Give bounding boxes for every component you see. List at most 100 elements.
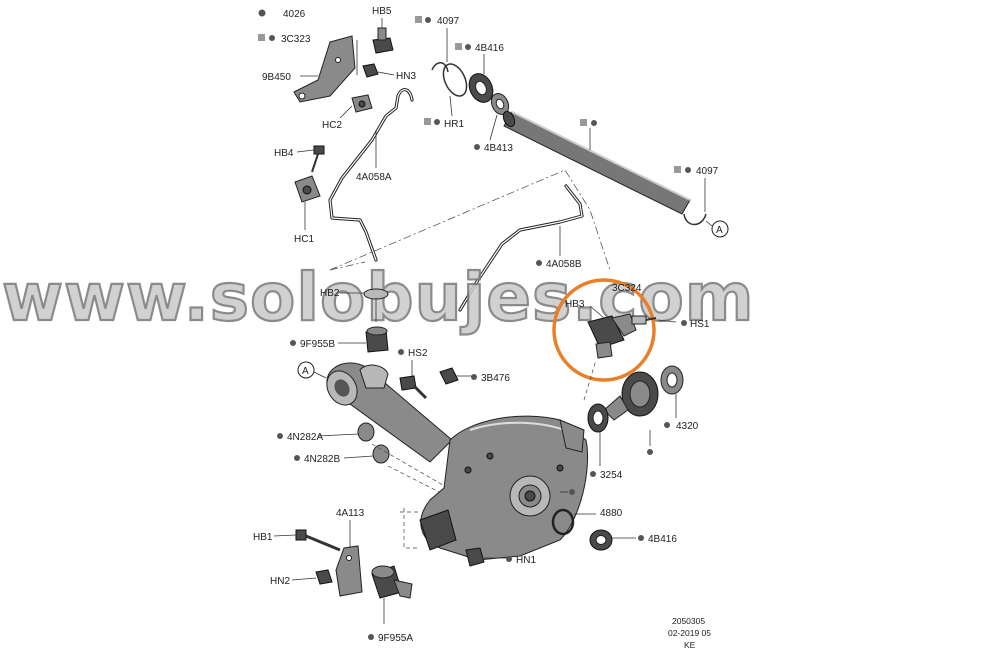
guide-line (371, 443, 456, 493)
label-circle-a-left: A (302, 366, 309, 377)
leader (343, 455, 374, 459)
label-9b450: 9B450 (262, 72, 291, 83)
marker-dot (465, 44, 471, 50)
washer-hb2 (363, 288, 389, 322)
legend-square-marker (258, 34, 265, 41)
marker-dot (591, 120, 597, 126)
label-hs1: HS1 (690, 319, 710, 330)
label-4a058b: 4A058B (546, 259, 582, 270)
leader (705, 220, 713, 227)
seal-4b416-bottom (589, 529, 613, 551)
reference-circle-a-right (711, 220, 729, 238)
label-4b416-bottom: 4B416 (648, 534, 677, 545)
marker-dot (590, 471, 596, 477)
o-ring-4880 (551, 508, 575, 536)
marker-dot (638, 535, 644, 541)
bolt-hb1 (295, 529, 341, 552)
snap-ring-4097 (431, 62, 449, 73)
nut-hn3 (362, 63, 379, 78)
assembly-outline (329, 169, 611, 271)
label-hb3: HB3 (565, 299, 585, 310)
vent-tube-4a058b (458, 184, 584, 312)
footer-date: 02-2019 05 (668, 628, 711, 638)
seal-4b416-top (468, 73, 494, 103)
label-4b416-top: 4B416 (475, 43, 504, 54)
o-ring-hr1 (442, 63, 468, 97)
leader (657, 319, 677, 323)
label-9f955b: 9F955B (300, 339, 335, 350)
bolt-hs2 (399, 375, 428, 400)
marker-dot (290, 340, 296, 346)
marker-square (455, 43, 462, 50)
highlight-circle (552, 278, 656, 382)
seal-3254 (587, 403, 609, 433)
leader (317, 433, 359, 437)
label-hr1: HR1 (444, 119, 464, 130)
legend: 4026 3C323 (258, 9, 311, 45)
clip-hc1 (294, 175, 321, 203)
axle-shaft (502, 110, 691, 215)
marker-square (674, 166, 681, 173)
marker-dot (434, 119, 440, 125)
legend-dot-marker-2 (269, 35, 275, 41)
label-hb5: HB5 (372, 6, 392, 17)
label-hn1: HN1 (516, 555, 536, 566)
nut-hn2 (315, 569, 333, 585)
actuator-3c324 (587, 313, 657, 359)
label-hb2: HB2 (320, 288, 340, 299)
differential-carrier (419, 415, 589, 561)
marker-dot (685, 167, 691, 173)
bracket-4a113 (335, 545, 363, 597)
nut-hn1 (465, 547, 485, 567)
label-hs2: HS2 (408, 348, 428, 359)
label-hn2: HN2 (270, 576, 290, 587)
label-4a058a: 4A058A (356, 172, 392, 183)
marker-dot (506, 556, 512, 562)
legend-code-4026: 4026 (283, 9, 306, 20)
marker-dot (647, 449, 653, 455)
leader (339, 105, 353, 119)
snap-ring-4097-right (683, 213, 707, 226)
marker-square (415, 16, 422, 23)
marker-dot (277, 433, 283, 439)
guide-line (403, 508, 420, 549)
marker-dot (471, 374, 477, 380)
label-circle-a-right: A (716, 225, 723, 236)
label-4n282a: 4N282A (287, 432, 323, 443)
leader (313, 371, 327, 379)
footer-initials: KE (684, 640, 696, 650)
fitting-3b476 (439, 367, 459, 385)
label-4b413: 4B413 (484, 143, 513, 154)
marker-dot (536, 260, 542, 266)
label-4320: 4320 (676, 421, 699, 432)
label-4n282b: 4N282B (304, 454, 340, 465)
clip-hc2 (351, 94, 373, 113)
axle-tube-housing (326, 362, 453, 463)
marker-dot (569, 489, 575, 495)
legend-code-3c323: 3C323 (281, 34, 311, 45)
label-hc1: HC1 (294, 234, 314, 245)
label-4880: 4880 (600, 508, 623, 519)
marker-dot (474, 144, 480, 150)
marker-dot (425, 17, 431, 23)
leader (273, 534, 297, 537)
legend-dot-marker (258, 9, 266, 17)
bushing-9f955b (365, 326, 389, 353)
hub-4320 (603, 365, 684, 421)
bracket-9b450 (293, 35, 356, 103)
label-4097-right: 4097 (696, 166, 719, 177)
label-4a113: 4A113 (336, 508, 365, 519)
label-hb1: HB1 (253, 532, 273, 543)
marker-dot (681, 320, 687, 326)
bushing-4n282b (372, 444, 390, 464)
leader (449, 95, 453, 117)
bushing-9f955a (371, 565, 413, 599)
label-9f955a: 9F955A (378, 633, 413, 644)
marker-dot (294, 455, 300, 461)
label-3c324: 3C324 (612, 283, 642, 294)
label-hc2: HC2 (322, 120, 342, 131)
marker-dot (664, 422, 670, 428)
label-4097-top: 4097 (437, 16, 460, 27)
bolt-hb5 (372, 18, 394, 54)
